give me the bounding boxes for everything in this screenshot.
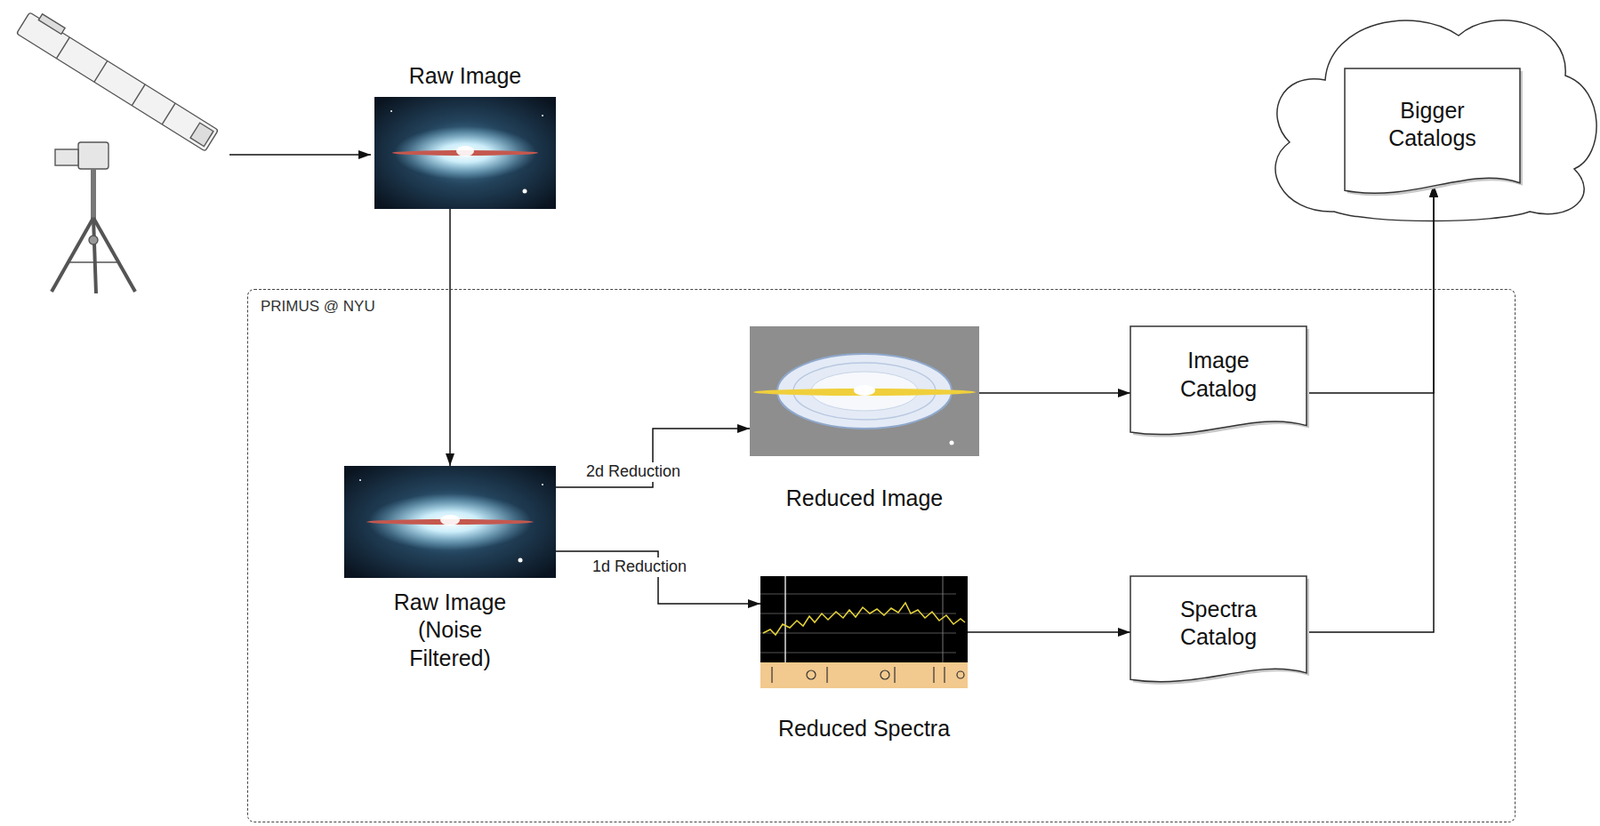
spectrum-plot — [760, 652, 957, 654]
connector-arrow — [555, 551, 761, 604]
image-node: Reduced Image — [749, 326, 980, 457]
document-label: Bigger Catalogs — [1370, 96, 1496, 153]
galaxy-image — [359, 479, 362, 482]
telescope-illustration — [90, 168, 97, 223]
document-outline — [1130, 576, 1307, 683]
reduced-galaxy-image — [949, 441, 955, 446]
reduced-galaxy-image — [749, 326, 980, 457]
telescope-illustration — [66, 261, 121, 264]
galaxy-image — [344, 466, 556, 579]
telescope-arrow — [229, 153, 371, 156]
group-region: Raw Image (Noise Filtered)Reduced ImageR… — [247, 289, 1516, 823]
document-outline — [1344, 68, 1520, 193]
connector-arrow — [979, 392, 1131, 394]
image-node: Reduced Spectra — [760, 576, 968, 689]
spectrum-plot — [760, 576, 968, 689]
telescope-illustration — [94, 60, 108, 82]
spectrum-plot — [771, 667, 772, 684]
telescope-illustration — [161, 103, 176, 125]
telescope-illustration — [51, 217, 94, 292]
reduced-galaxy-image — [749, 326, 980, 457]
telescope-illustration — [190, 122, 214, 146]
telescope-illustration — [88, 235, 98, 245]
spectrum-plot — [826, 667, 828, 684]
telescope-illustration — [56, 37, 71, 59]
galaxy-image — [374, 96, 556, 210]
document-box: Image Catalog — [1130, 326, 1307, 437]
document-box: Bigger Catalogs — [1344, 68, 1520, 196]
spectrum-plot — [784, 576, 787, 663]
connector-arrow — [555, 428, 750, 488]
image-caption: Reduced Image — [786, 484, 944, 513]
spectrum-plot — [760, 633, 957, 635]
spectrum-plot — [880, 670, 890, 680]
telescope-illustration — [78, 142, 109, 169]
document-label: Image Catalog — [1156, 346, 1281, 403]
image-caption: Raw Image — [409, 62, 522, 90]
telescope-illustration — [55, 149, 79, 166]
galaxy-image — [541, 483, 544, 486]
telescope-illustration — [16, 8, 222, 152]
image-caption: Raw Image (Noise Filtered) — [383, 588, 517, 673]
galaxy-image — [522, 189, 528, 194]
galaxy-image — [374, 96, 556, 210]
edge-label: 2d Reduction — [583, 462, 684, 483]
spectrum-plot — [942, 576, 944, 663]
image-node: Raw Image — [374, 96, 556, 210]
telescope-illustration — [16, 12, 219, 152]
spectrum-plot — [806, 670, 816, 680]
connector-arrow — [1306, 184, 1434, 633]
telescope-illustration — [16, 8, 222, 294]
document-label: Spectra Catalog — [1156, 595, 1281, 652]
telescope-illustration — [131, 84, 145, 106]
spectrum-plot — [956, 671, 965, 679]
spectrum-plot — [893, 667, 895, 684]
region-label: PRIMUS @ NYU — [260, 297, 376, 316]
connector-arrow — [967, 631, 1131, 634]
spectrum-plot — [760, 576, 968, 689]
galaxy-image — [541, 114, 544, 117]
document-outline — [1130, 326, 1307, 435]
spectrum-plot — [932, 667, 934, 684]
telescope-illustration — [93, 217, 97, 294]
galaxy-image — [440, 514, 460, 526]
spectrum-plot — [760, 594, 957, 595]
spectrum-plot — [760, 662, 968, 689]
telescope-illustration — [93, 217, 136, 292]
image-node: Raw Image (Noise Filtered) — [344, 466, 556, 579]
galaxy-image — [456, 145, 475, 157]
galaxy-image — [390, 110, 393, 113]
galaxy-image — [518, 558, 523, 563]
cloud-outline — [1275, 20, 1597, 222]
galaxy-image — [344, 466, 556, 579]
connector-arrow — [449, 209, 451, 467]
reduced-galaxy-image — [853, 385, 876, 396]
spectrum-plot — [771, 667, 965, 684]
spectrum-plot — [943, 667, 945, 684]
telescope-illustration — [38, 14, 65, 35]
document-box: Spectra Catalog — [1130, 576, 1307, 684]
image-caption: Reduced Spectra — [778, 715, 950, 743]
spectrum-plot — [763, 603, 965, 636]
edge-label: 1d Reduction — [589, 557, 690, 578]
